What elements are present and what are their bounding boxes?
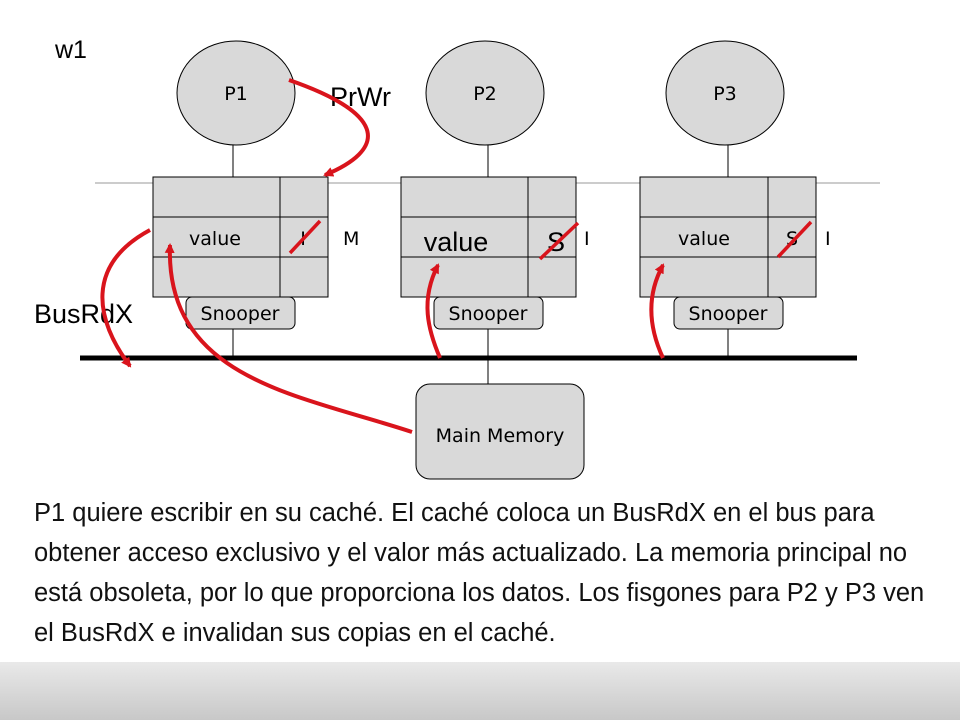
cache-p2-state-new: I <box>584 228 590 250</box>
cache-p3-value: value <box>678 228 730 250</box>
arrow-snoop-p2 <box>425 263 442 359</box>
caption-text: P1 quiere escribir en su caché. El caché… <box>34 499 925 647</box>
cache-p1-value: value <box>189 228 241 250</box>
cpu-p3-label: P3 <box>713 83 737 105</box>
cpu-p1-label: P1 <box>224 83 248 105</box>
strike-p2-state <box>538 221 580 261</box>
cpu-p2-label: P2 <box>473 83 497 105</box>
snooper-p3-label: Snooper <box>689 303 768 325</box>
processor-p1: P1 value I M Snooper <box>152 40 359 358</box>
snooper-p1 <box>185 296 296 330</box>
cache-p1-state-new: M <box>343 228 359 250</box>
cache-p2 <box>400 176 577 298</box>
slide-label: w1 <box>54 36 87 64</box>
snooper-p2 <box>433 296 544 330</box>
cpu-p2 <box>425 40 545 146</box>
arrow-memory-to-p1 <box>164 243 413 434</box>
arrow-snoop-p3 <box>649 263 665 359</box>
snooper-p3 <box>673 296 784 330</box>
busrdx-label: BusRdX <box>34 299 133 329</box>
processor-p3: P3 value S I Snooper <box>639 40 831 358</box>
snooper-p1-label: Snooper <box>201 303 280 325</box>
cpu-p3 <box>665 40 785 146</box>
cache-p2-value: value <box>424 227 489 257</box>
snooper-p2-label: Snooper <box>449 303 528 325</box>
footer-band <box>0 662 960 720</box>
cache-p3-state-new: I <box>825 228 831 250</box>
strike-p3-state <box>776 220 813 259</box>
arrow-prwr <box>288 78 370 177</box>
main-memory <box>415 383 585 480</box>
main-memory-label: Main Memory <box>436 425 565 447</box>
cache-p3 <box>639 176 817 298</box>
cpu-p1 <box>176 40 296 146</box>
strike-p1-state <box>288 219 322 255</box>
processor-p2: P2 value S I Snooper <box>400 40 590 384</box>
prwr-label: PrWr <box>330 82 391 112</box>
arrow-busrdx <box>100 228 151 368</box>
